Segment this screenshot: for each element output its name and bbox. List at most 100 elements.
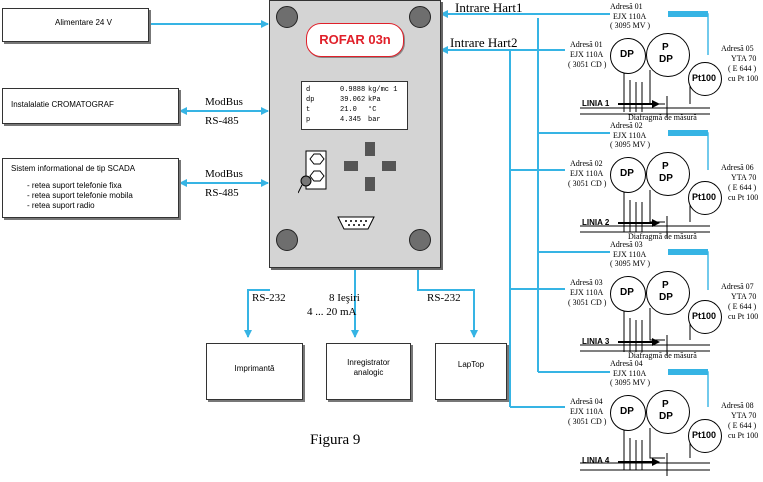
rs232-printer-link <box>244 289 270 338</box>
display-value: 0.9888 <box>340 86 366 94</box>
keypad-up-button[interactable] <box>365 142 375 156</box>
transmitter-model-top: EJX 110A <box>613 250 647 259</box>
corner-screw <box>409 6 431 28</box>
transmitter-address-top: Adresă 03 <box>610 240 643 249</box>
temp-e644-label: ( E 644 ) <box>728 183 757 192</box>
modbus-label-2: ModBus <box>205 168 243 180</box>
temp-model-label: YTA 70 <box>731 292 757 301</box>
transmitter-model-left: EJX 110A <box>570 169 604 178</box>
scada-item: - retea suport radio <box>27 201 95 210</box>
dp-symbol: DP <box>620 287 634 298</box>
p-dp-transmitter-circle <box>646 271 690 315</box>
p-dp-transmitter-circle <box>646 152 690 196</box>
rs232-label-right: RS-232 <box>427 292 461 304</box>
temp-model-label: YTA 70 <box>731 54 757 63</box>
dp-symbol: DP <box>620 168 634 179</box>
keypad-left-button[interactable] <box>344 161 358 171</box>
figure-caption: Figura 9 <box>310 432 361 448</box>
transmitter-mv-label: ( 3095 MV ) <box>610 259 651 268</box>
rs485-label-2: RS-485 <box>205 187 239 199</box>
dp-transmitter-circle <box>610 38 646 74</box>
orifice-plate-label: Diafragmă de măsură <box>628 232 697 241</box>
line-label: LINIA 1 <box>582 99 610 108</box>
transmitter-model-top: EJX 110A <box>613 12 647 21</box>
pdp-symbol: DP <box>659 411 673 422</box>
transmitter-address-top: Adresă 02 <box>610 121 643 130</box>
temp-model-label: YTA 70 <box>731 173 757 182</box>
p-symbol: P <box>662 399 669 410</box>
transmitter-address-left: Adresă 04 <box>570 397 603 406</box>
dp-symbol: DP <box>620 49 634 60</box>
temp-address-label: Adresă 05 <box>721 44 754 53</box>
p-dp-transmitter-circle <box>646 33 690 77</box>
orifice-plate-label: Diafragmă de măsură <box>628 113 697 122</box>
transmitter-model-left: EJX 110A <box>570 288 604 297</box>
pt100-symbol: Pt100 <box>692 192 717 202</box>
temp-address-label: Adresă 08 <box>721 401 754 410</box>
transmitter-cd-label: ( 3051 CD ) <box>568 179 607 188</box>
laptop-label: LapTop <box>457 360 485 369</box>
temp-e644-label: ( E 644 ) <box>728 64 757 73</box>
key-switch-icon <box>298 150 327 194</box>
pt100-sensor-circle <box>688 62 722 96</box>
pt100-symbol: Pt100 <box>692 73 717 83</box>
serial-connector-icon <box>337 216 375 230</box>
p-symbol: P <box>662 161 669 172</box>
scada-item: - retea suport telefonie fixa <box>27 181 122 190</box>
display-unit: kPa <box>368 96 381 104</box>
chromatograph-label: Instalalatie CROMATOGRAF <box>11 100 114 109</box>
transmitter-cd-label: ( 3051 CD ) <box>568 298 607 307</box>
laptop-box: LapTop <box>435 343 507 400</box>
scada-box: Sistem informational de tip SCADA - rete… <box>2 158 179 218</box>
temp-address-label: Adresă 07 <box>721 282 754 291</box>
brand-badge: ROFAR 03n <box>306 23 404 57</box>
current-label: 4 ... 20 mA <box>307 306 357 318</box>
scada-title: Sistem informational de tip SCADA <box>11 164 136 173</box>
transmitter-cd-label: ( 3051 CD ) <box>568 60 607 69</box>
rs485-label-1: RS-485 <box>205 115 239 127</box>
display-row: dp <box>306 96 315 104</box>
transmitter-model-left: EJX 110A <box>570 407 604 416</box>
line-label: LINIA 4 <box>582 456 610 465</box>
corner-screw <box>276 6 298 28</box>
temp-pt-label: cu Pt 100 <box>728 431 759 440</box>
pt100-sensor-circle <box>688 300 722 334</box>
display-unit: bar <box>368 116 381 124</box>
corner-screw <box>276 229 298 251</box>
display-row: t <box>306 106 311 114</box>
display-row: p <box>306 116 311 124</box>
keypad-right-button[interactable] <box>382 161 396 171</box>
pt100-symbol: Pt100 <box>692 311 717 321</box>
modbus-label-1: ModBus <box>205 96 243 108</box>
keypad-down-button[interactable] <box>365 177 375 191</box>
recorder-label: Inregistrator analogic <box>347 358 390 377</box>
orifice-plate-label: Diafragmă de măsură <box>628 351 697 360</box>
outputs-label: 8 Ieşiri <box>329 292 360 304</box>
transmitter-mv-label: ( 3095 MV ) <box>610 140 651 149</box>
temp-model-label: YTA 70 <box>731 411 757 420</box>
pt100-sensor-circle <box>688 419 722 453</box>
brand-label: ROFAR 03n <box>319 32 391 47</box>
hart2-link <box>441 50 511 407</box>
line-label: LINIA 3 <box>582 337 610 346</box>
transmitter-address-left: Adresă 03 <box>570 278 603 287</box>
display-row: d <box>306 86 311 94</box>
supply-label: Alimentare 24 V <box>55 18 112 27</box>
supply-box: Alimentare 24 V <box>2 8 149 42</box>
temp-address-label: Adresă 06 <box>721 163 754 172</box>
display-unit: °C <box>368 106 377 114</box>
transmitter-model-top: EJX 110A <box>613 369 647 378</box>
pt100-sensor-circle <box>688 181 722 215</box>
chromatograph-box: Instalalatie CROMATOGRAF <box>2 88 179 124</box>
dp-transmitter-circle <box>610 276 646 312</box>
display-unit: kg/mc 1 <box>368 86 398 94</box>
transmitter-address-left: Adresă 01 <box>570 40 603 49</box>
printer-box: Imprimantă <box>206 343 303 400</box>
pt100-symbol: Pt100 <box>692 430 717 440</box>
transmitter-address-top: Adresă 04 <box>610 359 643 368</box>
dp-symbol: DP <box>620 406 634 417</box>
temp-pt-label: cu Pt 100 <box>728 193 759 202</box>
temp-e644-label: ( E 644 ) <box>728 421 757 430</box>
pdp-symbol: DP <box>659 173 673 184</box>
temp-pt-label: cu Pt 100 <box>728 74 759 83</box>
